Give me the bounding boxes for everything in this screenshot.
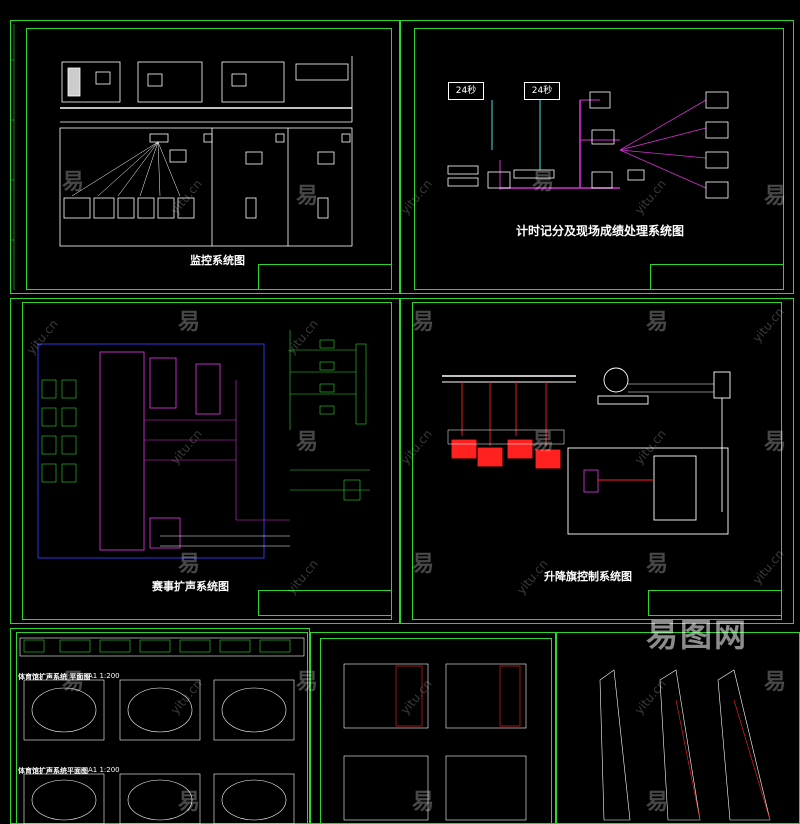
monitoring-titleblock xyxy=(258,264,392,290)
pa-title: 赛事扩声系统图 xyxy=(152,580,229,593)
panel-monitoring xyxy=(10,20,400,294)
timing-titleblock xyxy=(650,264,784,290)
lift-titleblock xyxy=(648,590,782,616)
timing-label-a: 24秒 xyxy=(448,82,484,100)
panel-lift xyxy=(400,298,794,624)
monitoring-title: 监控系统图 xyxy=(190,254,245,267)
panel-monitoring-frame xyxy=(26,28,392,290)
timing-label-b: 24秒 xyxy=(524,82,560,100)
site-logo: 易图网 xyxy=(645,616,748,654)
monitoring-diagram xyxy=(59,56,353,247)
plan-thumbnails xyxy=(19,637,305,824)
lift-diagram xyxy=(442,367,731,535)
left-ruler xyxy=(10,24,15,290)
panel-pa xyxy=(10,298,400,624)
panel-timing-frame xyxy=(414,28,784,290)
plan-scale-2: A1 1:200 xyxy=(88,766,120,774)
plan-title-1: 体育馆扩声系统 平面图 xyxy=(18,673,91,681)
timing-diagram xyxy=(447,91,729,199)
section-thumbnails xyxy=(599,669,771,821)
plan-title-2: 体育馆扩声系统平面图 xyxy=(18,767,88,775)
plan-scale-1: A1 1:200 xyxy=(88,672,120,680)
timing-title: 计时记分及现场成绩处理系统图 xyxy=(516,224,685,238)
panel-lift-frame xyxy=(412,302,782,620)
pa-titleblock xyxy=(258,590,392,616)
panel-pa-frame xyxy=(22,302,392,620)
panel-timing xyxy=(400,20,794,294)
layout-thumbnails xyxy=(343,663,527,821)
lift-title: 升降旗控制系统图 xyxy=(544,570,632,583)
pa-diagram xyxy=(37,330,370,559)
